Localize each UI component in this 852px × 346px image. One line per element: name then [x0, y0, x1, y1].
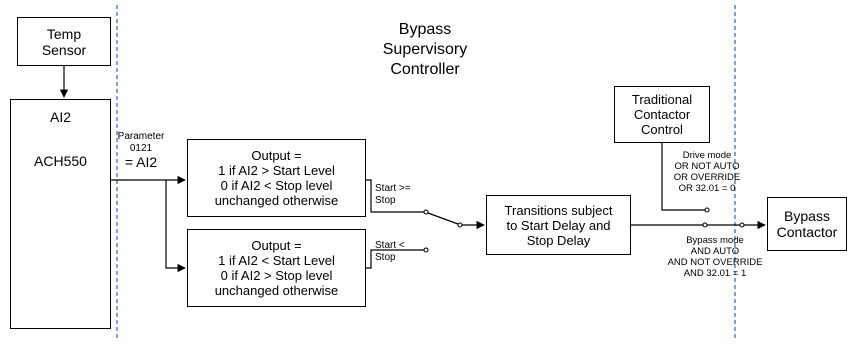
bypass-mode-line-1: Bypass mode [686, 235, 744, 246]
diagram-title: Bypass Supervisory Controller [350, 20, 500, 80]
traditional-to-switch2-line [661, 143, 705, 211]
switch2-top-contact [704, 207, 710, 213]
bypass-mode-line-4: AND 32.01 = 1 [683, 267, 747, 279]
bypass-mode-label: Bypass mode AND AUTO AND NOT OVERRIDE AN… [640, 235, 790, 280]
drive-mode-line-4: OR 32.01 = 0 [678, 182, 736, 194]
parameter-line-3: = AI2 [124, 154, 158, 170]
traditional-line-2: Contactor [633, 107, 691, 122]
output-top-line-1: Output = [251, 148, 302, 163]
temp-sensor-line-1: Temp [46, 25, 82, 42]
traditional-line-3: Control [641, 122, 683, 137]
bypass-mode-line-2: AND AUTO [690, 245, 740, 257]
traditional-line-1: Traditional [631, 92, 693, 107]
output-top-to-switch-line [366, 179, 424, 213]
parameter-label: Parameter 0121 = AI2 [112, 131, 170, 170]
output-bottom-box: Output = 1 if AI2 < Start Level 0 if AI2… [187, 229, 366, 307]
title-line-3: Controller [390, 61, 460, 78]
output-top-line-2: 1 if AI2 > Start Level [218, 163, 335, 178]
drive-mode-line-2: OR NOT AUTO [674, 160, 740, 172]
switch1-top-line-2: Stop [375, 194, 396, 206]
temp-sensor-box: Temp Sensor [17, 17, 111, 66]
transitions-line-2: to Start Delay and [506, 217, 611, 233]
drive-mode-line-3: OR OVERRIDE [673, 171, 741, 183]
temp-sensor-line-2: Sensor [41, 41, 87, 58]
bypass-contactor-box: Bypass Contactor [767, 197, 847, 251]
transitions-line-1: Transitions subject [504, 202, 613, 218]
switch2-common-contact [739, 222, 745, 228]
ai2-to-output-bottom-arrow [165, 180, 186, 273]
parameter-line-1: Parameter [117, 131, 165, 142]
ai2-label: AI2 [49, 109, 71, 125]
switch1-common-contact [457, 222, 463, 228]
drive-mode-label: Drive mode OR NOT AUTO OR OVERRIDE OR 32… [652, 150, 762, 195]
output-bottom-line-4: unchanged otherwise [214, 283, 339, 298]
switch1-top-label: Start >= Stop [375, 183, 411, 206]
switch1-bottom-contact [423, 247, 429, 253]
output-bottom-line-3: 0 if AI2 > Stop level [220, 268, 333, 283]
ach550-drive-box: AI2 ACH550 [10, 99, 111, 329]
switch1-blade [427, 212, 459, 225]
output-bottom-to-switch-line [366, 249, 424, 269]
bypass-mode-line-3: AND NOT OVERRIDE [667, 256, 763, 268]
bypass-contactor-line-1: Bypass [784, 208, 830, 224]
ach550-label: ACH550 [34, 153, 87, 169]
transitions-line-3: Stop Delay [526, 232, 591, 248]
output-top-box: Output = 1 if AI2 > Start Level 0 if AI2… [187, 139, 366, 217]
switch1-bottom-line-1: Start < [375, 240, 405, 251]
title-line-1: Bypass [398, 21, 452, 38]
switch1-top-line-1: Start >= [375, 183, 411, 194]
output-bottom-line-1: Output = [251, 238, 302, 253]
parameter-line-2: 0121 [129, 142, 153, 154]
switch1-bottom-line-2: Stop [375, 251, 396, 263]
output-top-line-4: unchanged otherwise [214, 193, 339, 208]
switch1-bottom-label: Start < Stop [375, 240, 405, 263]
output-top-line-3: 0 if AI2 < Stop level [220, 178, 333, 193]
drive-mode-line-1: Drive mode [682, 150, 732, 161]
switch1-top-contact [423, 209, 429, 215]
traditional-contactor-box: Traditional Contactor Control [614, 86, 710, 143]
output-bottom-line-2: 1 if AI2 < Start Level [218, 253, 335, 268]
title-line-2: Supervisory [382, 41, 468, 58]
transitions-box: Transitions subject to Start Delay and S… [486, 195, 631, 255]
switch2-bottom-contact [702, 222, 708, 228]
bypass-contactor-line-2: Contactor [776, 224, 838, 240]
